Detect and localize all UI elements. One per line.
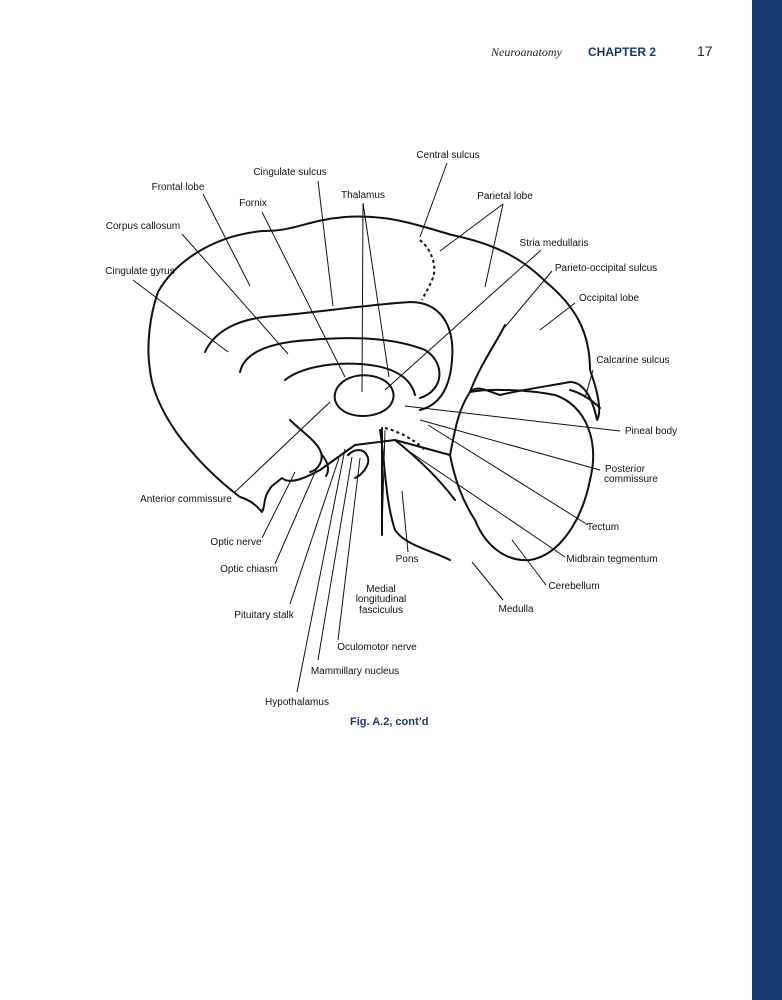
cingulate-gyrus-outline	[204, 301, 454, 411]
label-mlf-1: Medial	[366, 584, 395, 595]
label-optic-chiasm: Optic chiasm	[220, 564, 278, 575]
label-midbrain-tegmentum: Midbrain tegmentum	[566, 554, 657, 565]
label-mlf-2: longitudinal	[356, 594, 407, 605]
optic-region	[289, 419, 370, 479]
label-medulla: Medulla	[498, 604, 533, 615]
corpus-callosum-outline	[239, 337, 441, 399]
label-posterior-commissure-2: commissure	[604, 474, 658, 485]
label-calcarine-sulcus: Calcarine sulcus	[596, 355, 669, 366]
brainstem-outline	[379, 429, 456, 561]
running-header-chapter: CHAPTER 2	[588, 45, 657, 59]
label-cingulate-sulcus: Cingulate sulcus	[253, 167, 326, 178]
label-anterior-commissure: Anterior commissure	[140, 494, 232, 505]
label-posterior-commissure-1: Posterior	[605, 464, 646, 475]
label-central-sulcus: Central sulcus	[416, 150, 479, 161]
label-thalamus: Thalamus	[341, 190, 385, 201]
calcarine-sulcus-line	[569, 389, 601, 409]
label-cingulate-gyrus: Cingulate gyrus	[105, 266, 174, 277]
label-corpus-callosum: Corpus callosum	[106, 221, 180, 232]
chapter-color-bar	[752, 0, 782, 1000]
label-frontal-lobe: Frontal lobe	[152, 182, 205, 193]
cerebrum-outline	[147, 215, 601, 513]
label-fornix: Fornix	[239, 198, 267, 209]
page-number: 17	[697, 43, 713, 59]
label-mlf-3: fasciculus	[359, 605, 403, 616]
tegmentum-dashed	[384, 427, 426, 451]
label-optic-nerve: Optic nerve	[210, 537, 262, 548]
fornix-outline	[284, 362, 416, 396]
label-parietal-lobe: Parietal lobe	[477, 191, 533, 202]
cerebellum-outline	[449, 388, 595, 562]
label-tectum: Tectum	[587, 522, 619, 533]
thalamus-outline	[333, 374, 395, 417]
label-mammillary-nucleus: Mammillary nucleus	[311, 666, 399, 677]
parieto-occipital-sulcus-line	[469, 324, 506, 393]
label-stria-medullaris: Stria medullaris	[520, 238, 589, 249]
label-pons: Pons	[396, 554, 419, 565]
label-occipital-lobe: Occipital lobe	[579, 293, 639, 304]
label-parieto-occipital-sulcus: Parieto-occipital sulcus	[555, 263, 657, 274]
label-oculomotor-nerve: Oculomotor nerve	[337, 642, 417, 653]
label-pineal-body: Pineal body	[625, 426, 677, 437]
figure-caption: Fig. A.2, cont’d	[350, 716, 429, 728]
running-header-section: Neuroanatomy	[491, 45, 562, 59]
central-sulcus-dashed	[419, 239, 436, 301]
label-cerebellum: Cerebellum	[548, 581, 599, 592]
brain-sagittal-diagram: Central sulcus Cingulate sulcus Frontal …	[105, 150, 677, 708]
label-hypothalamus: Hypothalamus	[265, 697, 329, 708]
label-pituitary-stalk: Pituitary stalk	[234, 610, 294, 621]
